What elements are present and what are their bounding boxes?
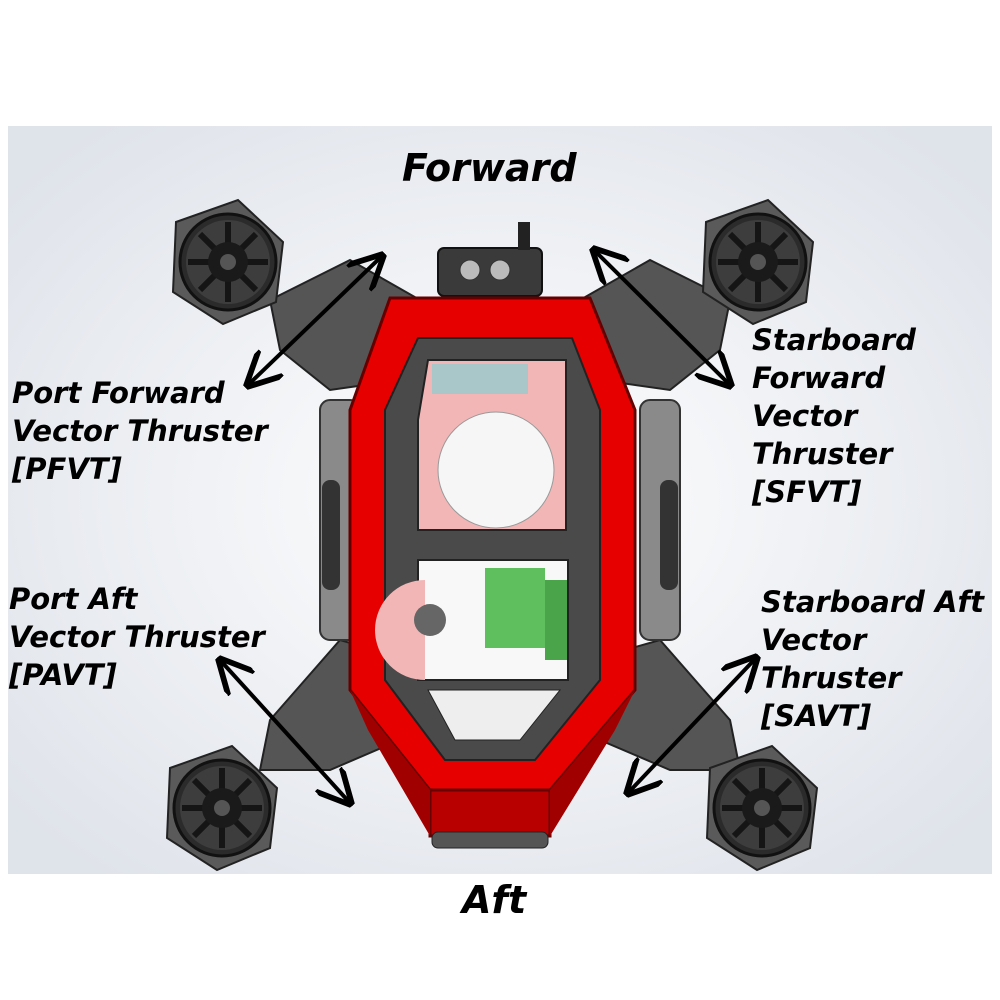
savt-label-line4: [SAVT] — [761, 699, 872, 733]
pfvt-label-line2: Vector Thruster — [12, 414, 268, 448]
pavt-label-line1: Port Aft — [9, 582, 138, 616]
savt-label-line2: Vector — [761, 623, 867, 657]
pavt-arrow — [220, 660, 350, 803]
aft-label: Aft — [462, 878, 527, 922]
sfvt-label: Starboard Forward Vector Thruster [SFVT] — [752, 321, 916, 511]
pavt-label-line3: [PAVT] — [9, 658, 117, 692]
pfvt-label-line1: Port Forward — [12, 376, 225, 410]
pfvt-label-line3: [PFVT] — [12, 452, 122, 486]
savt-label-line1: Starboard Aft — [761, 585, 984, 619]
forward-label: Forward — [402, 146, 577, 190]
sfvt-label-line4: Thruster — [752, 437, 893, 471]
sfvt-label-line5: [SFVT] — [752, 475, 862, 509]
pfvt-arrow — [248, 256, 382, 385]
sfvt-label-line3: Vector — [752, 399, 858, 433]
thrust-vector-arrows — [220, 250, 756, 803]
sfvt-arrow — [594, 250, 730, 385]
sfvt-label-line2: Forward — [752, 361, 886, 395]
camera-housing — [437, 222, 543, 297]
savt-label-line3: Thruster — [761, 661, 902, 695]
pavt-label-line2: Vector Thruster — [9, 620, 265, 654]
savt-arrow — [628, 658, 756, 793]
pfvt-label: Port Forward Vector Thruster [PFVT] — [12, 374, 268, 488]
savt-label: Starboard Aft Vector Thruster [SAVT] — [761, 583, 984, 735]
pavt-label: Port Aft Vector Thruster [PAVT] — [9, 580, 265, 694]
electronics-frame — [375, 337, 601, 761]
sfvt-label-line1: Starboard — [752, 323, 916, 357]
